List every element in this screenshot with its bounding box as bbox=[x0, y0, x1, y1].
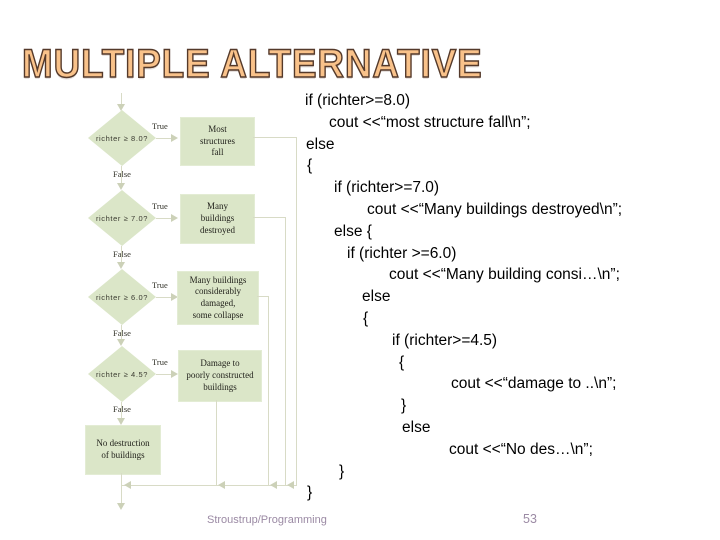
footer-credit: Stroustrup/Programming bbox=[207, 514, 327, 526]
arrowhead-down-icon bbox=[117, 183, 125, 190]
connector-false-4 bbox=[121, 402, 122, 418]
arrowhead-left-icon bbox=[287, 481, 294, 489]
connector-true-1 bbox=[156, 138, 171, 139]
true-label-2: True bbox=[152, 201, 168, 211]
decision-diamond-3: richter ≥ 6.0? bbox=[88, 269, 156, 325]
code-line: else bbox=[362, 288, 391, 306]
code-line: if (richter>=7.0) bbox=[334, 179, 440, 197]
arrowhead-down-icon bbox=[117, 418, 125, 425]
decision-diamond-4: richter ≥ 4.5? bbox=[88, 346, 156, 402]
connector-false-2 bbox=[121, 246, 122, 262]
connector-false-1 bbox=[121, 166, 122, 183]
code-line: if (richter>=8.0) bbox=[305, 92, 411, 109]
true-label-1: True bbox=[152, 121, 168, 131]
arrowhead-left-icon bbox=[124, 481, 131, 489]
connector-exit bbox=[121, 485, 122, 503]
code-line: cout <<“damage to ..\n”; bbox=[451, 375, 617, 393]
connector-entry bbox=[121, 93, 122, 104]
final-action-box: No destruction of buildings bbox=[85, 425, 161, 475]
code-line: } bbox=[401, 397, 407, 415]
connector-true-3 bbox=[156, 297, 171, 298]
connector-vert-3 bbox=[268, 296, 269, 485]
true-label-3: True bbox=[152, 280, 168, 290]
code-line: { bbox=[363, 309, 369, 327]
action-box-1: Most structures fall bbox=[180, 117, 255, 166]
action-box-3: Many buildings considerably damaged, som… bbox=[177, 271, 259, 325]
action-box-2: Many buildings destroyed bbox=[180, 194, 255, 244]
arrowhead-down-icon bbox=[117, 262, 125, 269]
code-line: { bbox=[399, 353, 405, 371]
code-line: cout <<“No des…\n”; bbox=[449, 440, 593, 458]
arrowhead-left-icon bbox=[218, 481, 225, 489]
condition-label-4: richter ≥ 4.5? bbox=[95, 369, 149, 379]
condition-label-3: richter ≥ 6.0? bbox=[95, 292, 149, 302]
connector-merge bbox=[121, 485, 297, 486]
arrowhead-down-icon bbox=[117, 503, 125, 510]
code-line: else { bbox=[334, 222, 372, 240]
arrowhead-right-icon bbox=[171, 370, 178, 378]
code-line: if (richter >=6.0) bbox=[347, 244, 457, 262]
page-number: 53 bbox=[523, 512, 537, 526]
decision-diamond-1: richter ≥ 8.0? bbox=[88, 110, 156, 166]
connector-true-4 bbox=[156, 374, 171, 375]
code-line: } bbox=[307, 484, 313, 502]
code-line: if (richter>=4.5) bbox=[392, 331, 498, 349]
connector-true-2 bbox=[156, 218, 171, 219]
connector-vert-4 bbox=[216, 400, 217, 485]
connector-vert-1 bbox=[296, 137, 297, 485]
code-block: if (richter>=8.0) cout <<“most structure… bbox=[303, 90, 703, 504]
connector-stub-3 bbox=[257, 296, 268, 297]
connector-false-3 bbox=[121, 325, 122, 339]
code-line: cout <<“most structure fall\n”; bbox=[329, 113, 531, 131]
code-line: cout <<“Many buildings destroyed\n”; bbox=[367, 200, 623, 218]
connector-vert-2 bbox=[285, 217, 286, 485]
condition-label-2: richter ≥ 7.0? bbox=[95, 213, 149, 223]
connector-final-drop bbox=[121, 473, 122, 485]
arrowhead-right-icon bbox=[171, 214, 178, 222]
code-line: else bbox=[402, 418, 431, 436]
slide-title: MULTIPLE ALTERNATIVE bbox=[21, 41, 483, 87]
arrowhead-down-icon bbox=[117, 339, 125, 346]
arrowhead-right-icon bbox=[171, 134, 178, 142]
decision-diamond-2: richter ≥ 7.0? bbox=[88, 190, 156, 246]
arrowhead-right-icon bbox=[171, 293, 178, 301]
code-line: else bbox=[306, 135, 335, 153]
code-line: cout <<“Many building consi…\n”; bbox=[389, 266, 620, 284]
connector-stub-2 bbox=[253, 217, 285, 218]
arrowhead-left-icon bbox=[270, 481, 277, 489]
condition-label-1: richter ≥ 8.0? bbox=[95, 133, 149, 143]
code-line: } bbox=[339, 462, 345, 480]
arrowhead-down-icon bbox=[117, 104, 125, 111]
true-label-4: True bbox=[152, 357, 168, 367]
code-line: { bbox=[307, 157, 313, 175]
connector-stub-1 bbox=[253, 137, 296, 138]
action-box-4: Damage to poorly constructed buildings bbox=[178, 350, 262, 402]
